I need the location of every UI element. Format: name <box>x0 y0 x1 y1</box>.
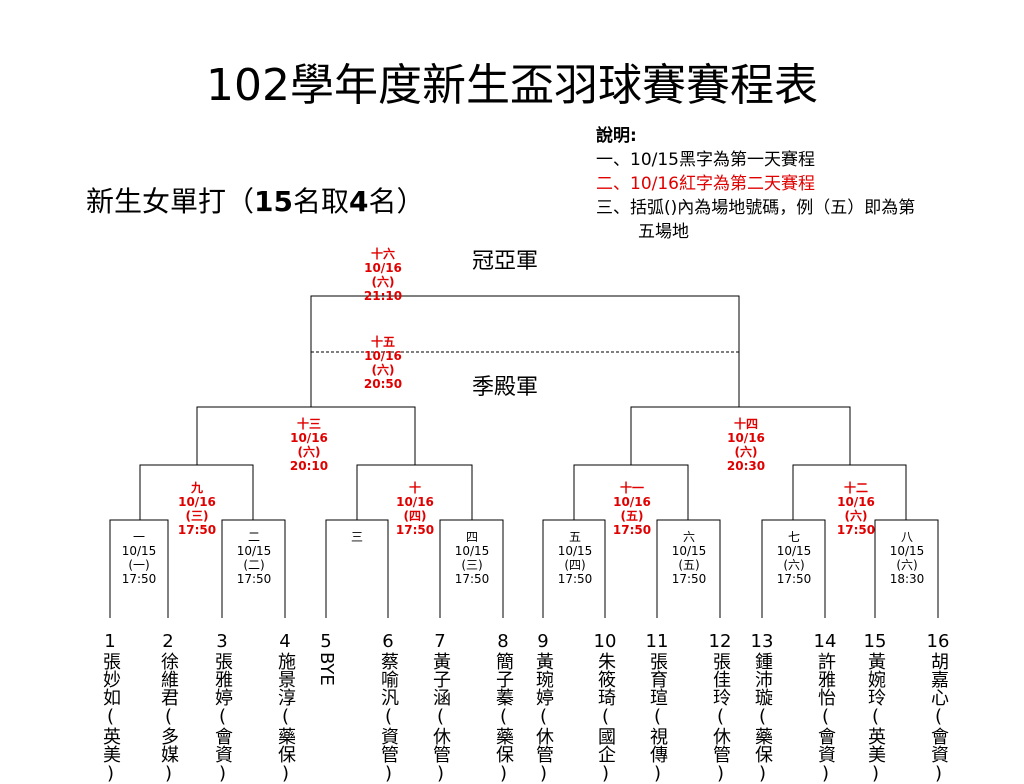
subtitle-num2: 4 <box>349 185 369 218</box>
match-14-line <box>630 406 851 465</box>
notes-line-1: 一、10/15黑字為第一天賽程 <box>596 150 815 170</box>
subtitle-mid: 名取 <box>292 185 349 218</box>
notes-line-3: 三、括弧()內為場地號碼，例（五）即為第 <box>596 198 916 218</box>
notes-heading: 說明: <box>596 126 637 146</box>
match-1-line <box>109 519 169 618</box>
notes-panel: 說明: 一、10/15黑字為第一天賽程 二、10/16紅字為第二天賽程 三、括弧… <box>596 124 1021 244</box>
bracket-lines <box>109 295 939 618</box>
third-place-tag: 季殿軍 <box>471 375 538 400</box>
page-title: 102學年度新生盃羽球賽賽程表 <box>206 60 818 111</box>
subtitle-num1: 15 <box>254 185 293 218</box>
match-13-line <box>196 406 416 465</box>
subtitle-suffix: 名） <box>368 185 425 218</box>
notes-line-2: 二、10/16紅字為第二天賽程 <box>596 174 815 194</box>
notes-line-3b: 五場地 <box>638 222 689 242</box>
subtitle-prefix: 新生女單打（ <box>86 185 255 218</box>
event-subtitle: 新生女單打（15名取4名） <box>86 182 425 222</box>
match-3-label: 三 <box>350 530 363 544</box>
champion-tag: 冠亞軍 <box>471 249 538 274</box>
